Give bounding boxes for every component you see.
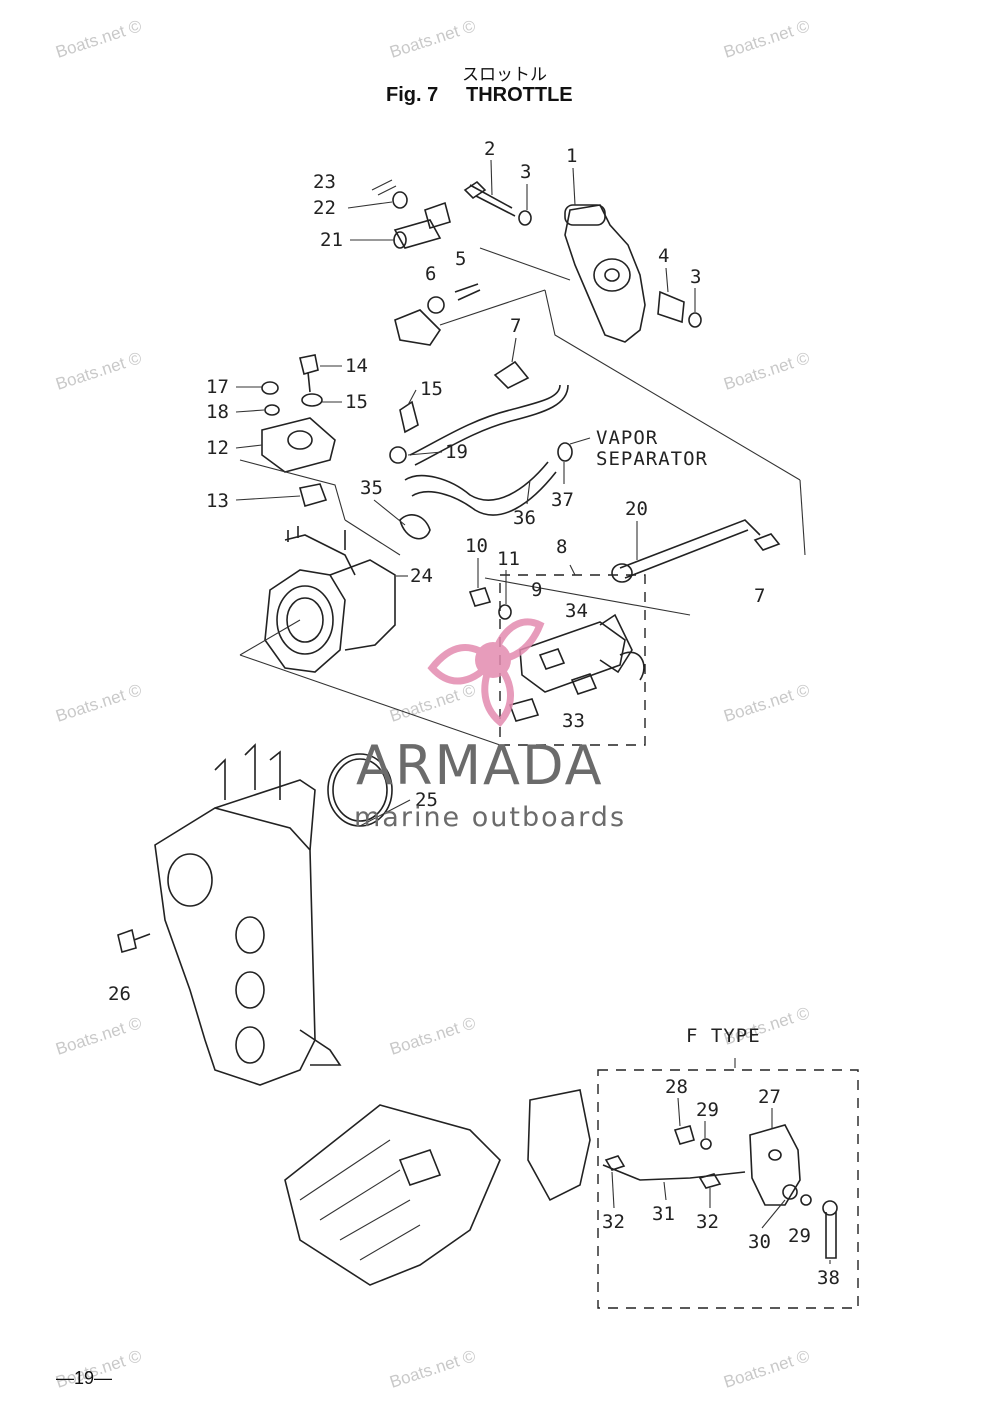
callout-label: 19 [445, 441, 468, 463]
watermark: Boats.net © [721, 348, 812, 394]
callout-label: 38 [817, 1267, 840, 1289]
callout-label: 5 [455, 248, 466, 270]
linkage-bracket-assembly [468, 564, 691, 746]
callout-label: 17 [206, 376, 229, 398]
callout-label: 15 [345, 391, 368, 413]
callout-label: 36 [513, 507, 536, 529]
watermark: Boats.net © [721, 16, 812, 62]
hose-and-pipe-assembly [389, 360, 573, 540]
callout-label: 33 [562, 710, 585, 732]
callout-label: 4 [658, 245, 669, 267]
watermark: Boats.net © [721, 680, 812, 726]
callout-label: 12 [206, 437, 229, 459]
watermark: Boats.net © [53, 1013, 144, 1059]
callout-label: 37 [551, 489, 574, 511]
figure-label: Fig. 7 [386, 84, 439, 106]
engine-block-outline [284, 1089, 591, 1286]
throttle-body [239, 519, 501, 746]
o-ring [327, 753, 411, 827]
callout-label: 14 [345, 355, 368, 377]
watermark: Boats.net © [387, 16, 478, 62]
callout-label: 9 [531, 579, 542, 601]
watermark: Boats.net © [721, 1346, 812, 1392]
callout-label: 29 [788, 1225, 811, 1247]
callout-label: 15 [420, 378, 443, 400]
watermark-layer: Boats.net © Boats.net © Boats.net © Boat… [53, 16, 812, 1392]
callout-label: 13 [206, 490, 229, 512]
callout-label: 26 [108, 983, 131, 1005]
callout-label: 7 [754, 585, 765, 607]
page-number: —19— [56, 1368, 113, 1388]
callout-label: 11 [497, 548, 520, 570]
brand-name: ARMADA [356, 734, 604, 797]
callout-label: 34 [565, 600, 588, 622]
callout-label: 32 [602, 1211, 625, 1233]
watermark: Boats.net © [387, 1013, 478, 1059]
callout-label: 31 [652, 1203, 675, 1225]
callout-layer: 1 2 3 3 4 5 6 7 7 8 9 10 11 12 13 14 [108, 138, 840, 1289]
callout-label: 30 [748, 1231, 771, 1253]
watermark: Boats.net © [387, 680, 478, 726]
callout-label: 10 [465, 535, 488, 557]
callout-label: 35 [360, 477, 383, 499]
callout-label: 28 [665, 1076, 688, 1098]
callout-label: 6 [425, 263, 436, 285]
vapor-note-line2: SEPARATOR [596, 448, 708, 470]
callout-label: 20 [625, 498, 648, 520]
intake-manifold [117, 743, 342, 1086]
armada-logo: ARMADA marine outboards [354, 618, 626, 833]
f-type-assembly [597, 1058, 859, 1309]
watermark: Boats.net © [53, 16, 144, 62]
callout-label: 3 [690, 266, 701, 288]
figure-title-japanese: スロットル [462, 65, 547, 85]
brand-tagline: marine outboards [354, 802, 626, 833]
propeller-icon [427, 618, 545, 727]
callout-label: 1 [566, 145, 577, 167]
callout-label: 8 [556, 536, 567, 558]
watermark: Boats.net © [53, 348, 144, 394]
callout-label: 22 [313, 197, 336, 219]
callout-label: 29 [696, 1099, 719, 1121]
callout-label: 25 [415, 789, 438, 811]
callout-label: 18 [206, 401, 229, 423]
f-type-label: F TYPE [686, 1025, 761, 1047]
callout-label: 3 [520, 161, 531, 183]
throttle-lever-assembly [394, 180, 801, 481]
vapor-note-line1: VAPOR [596, 427, 658, 449]
callout-label: 21 [320, 229, 343, 251]
callout-label: 27 [758, 1086, 781, 1108]
link-rod-assembly [371, 179, 451, 249]
watermark: Boats.net © [387, 1346, 478, 1392]
throttle-rod [611, 479, 806, 583]
vapor-arrow [569, 437, 591, 445]
callout-label: 23 [313, 171, 336, 193]
mounting-plate-assembly [239, 354, 346, 521]
callout-label: 24 [410, 565, 433, 587]
watermark: Boats.net © [53, 680, 144, 726]
callout-label: 7 [510, 315, 521, 337]
callout-label: 32 [696, 1211, 719, 1233]
figure-title: THROTTLE [466, 84, 573, 106]
callout-label: 2 [484, 138, 495, 160]
